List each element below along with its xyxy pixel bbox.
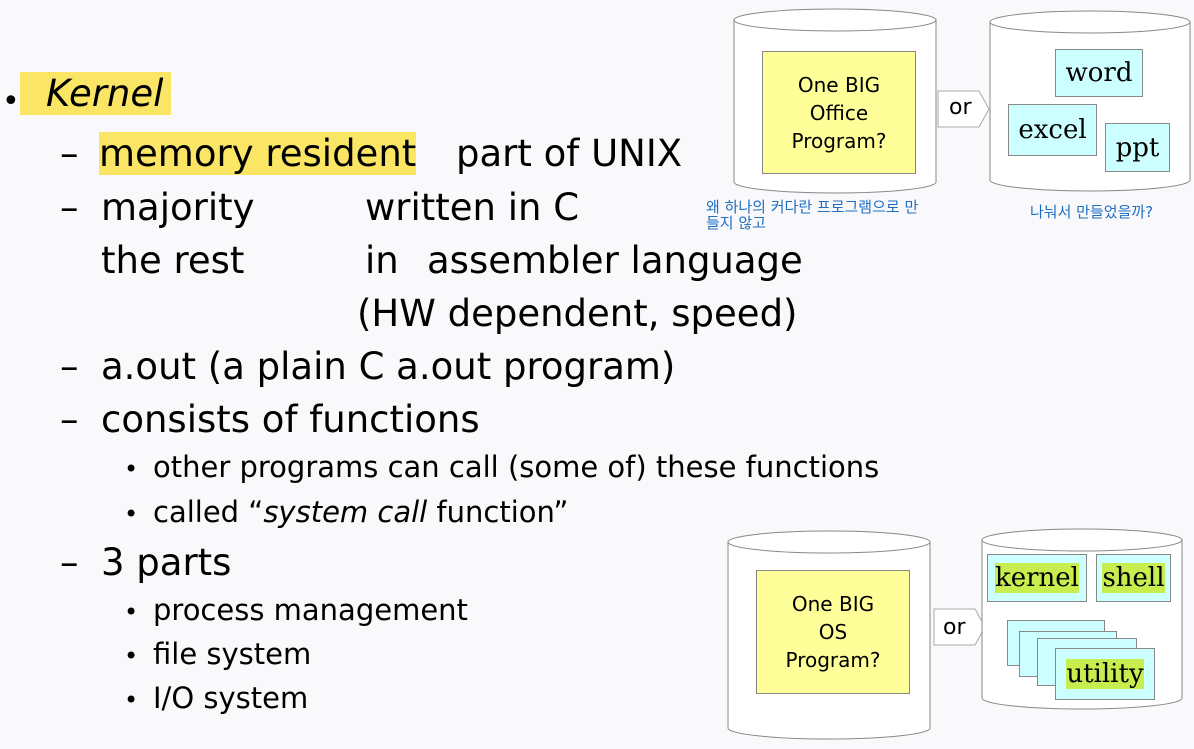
the-rest-text: the rest bbox=[101, 239, 245, 282]
one-big-os-box: One BIG OS Program? bbox=[756, 570, 910, 694]
or-label-bottom: or bbox=[943, 615, 966, 640]
office-box-line-3: Program? bbox=[791, 128, 887, 153]
shell-box: shell bbox=[1096, 554, 1171, 602]
aout-text: a.out (a plain C a.out program) bbox=[101, 345, 676, 388]
dash-2: – bbox=[60, 186, 79, 229]
consists-text: consists of functions bbox=[101, 398, 480, 441]
in-text: in bbox=[365, 239, 399, 282]
kernel-title: Kernel bbox=[20, 72, 172, 115]
note-left-line-1: 왜 하나의 커다란 프로그램으로 만 bbox=[706, 198, 919, 216]
kernel-box: kernel bbox=[987, 554, 1087, 602]
three-parts-text: 3 parts bbox=[101, 541, 232, 584]
sub-bullet-4: • bbox=[124, 642, 139, 670]
os-box-line-2: OS bbox=[818, 620, 848, 644]
note-left: 왜 하나의 커다란 프로그램으로 만 들지 않고 bbox=[706, 199, 918, 231]
office-box-line-2: Office bbox=[809, 100, 869, 125]
main-bullet: • bbox=[2, 84, 20, 119]
memory-resident-text: memory resident bbox=[99, 132, 417, 175]
called-prefix: called “ bbox=[153, 495, 264, 529]
sub-bullet-2: • bbox=[124, 500, 139, 528]
note-left-line-2: 들지 않고 bbox=[706, 214, 766, 232]
dash-3: – bbox=[60, 345, 79, 388]
or-label-top: or bbox=[949, 95, 972, 120]
dash-4: – bbox=[60, 398, 79, 441]
sub-bullet-5: • bbox=[124, 686, 139, 714]
dash-1: – bbox=[60, 132, 79, 175]
process-management-text: process management bbox=[153, 593, 468, 627]
dash-5: – bbox=[60, 541, 79, 584]
shell-label: shell bbox=[1102, 563, 1165, 593]
excel-box: excel bbox=[1008, 104, 1097, 156]
sub-bullet-3: • bbox=[124, 598, 139, 626]
assembler-text: assembler language bbox=[427, 239, 803, 282]
or-arrow-top bbox=[937, 90, 990, 128]
os-box-line-3: Program? bbox=[785, 648, 881, 672]
ppt-box: ppt bbox=[1105, 123, 1170, 172]
file-system-text: file system bbox=[153, 637, 312, 671]
sub-bullet-1: • bbox=[124, 455, 139, 483]
note-right: 나눠서 만들었을까? bbox=[1030, 203, 1154, 221]
other-programs-text: other programs can call (some of) these … bbox=[153, 450, 880, 484]
utility-box-front: utility bbox=[1055, 648, 1155, 700]
written-in-c-text: written in C bbox=[365, 186, 580, 229]
io-system-text: I/O system bbox=[153, 681, 309, 715]
majority-text: majority bbox=[101, 186, 255, 229]
hw-dependent-text: (HW dependent, speed) bbox=[357, 292, 798, 335]
os-box-line-1: One BIG bbox=[791, 592, 875, 616]
utility-label: utility bbox=[1066, 659, 1144, 689]
called-suffix: function” bbox=[427, 495, 569, 529]
office-box-line-1: One BIG bbox=[797, 72, 881, 97]
part-of-unix-text: part of UNIX bbox=[456, 132, 683, 175]
kernel-label: kernel bbox=[994, 563, 1080, 593]
word-box: word bbox=[1055, 49, 1143, 97]
or-arrow-bottom bbox=[933, 608, 986, 646]
system-call-text: system call bbox=[263, 495, 428, 529]
one-big-office-box: One BIG Office Program? bbox=[762, 51, 916, 174]
called-text: called “system call function” bbox=[153, 495, 568, 529]
